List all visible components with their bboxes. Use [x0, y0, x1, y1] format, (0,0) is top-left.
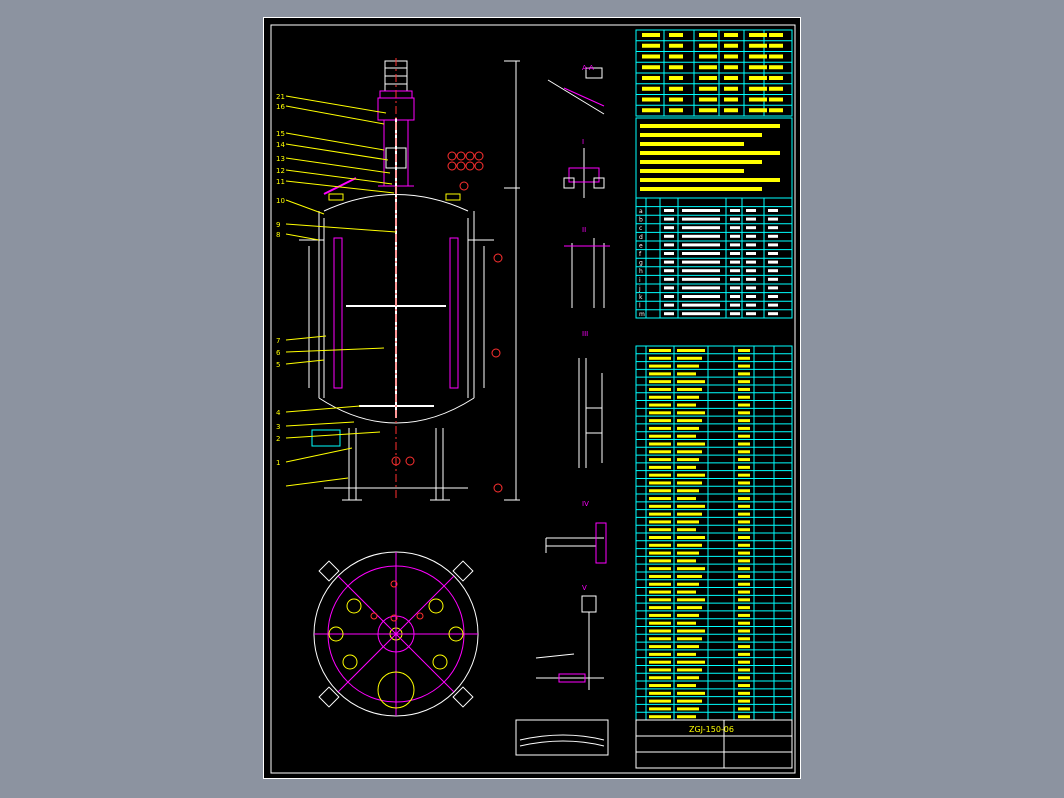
part-balloon: 9 [276, 221, 280, 229]
part-balloon: 3 [276, 423, 280, 431]
detail-a [547, 67, 605, 115]
nozzle-mark: b [639, 217, 643, 224]
nozzle-mark: j [638, 285, 641, 292]
nozzle-mark: f [639, 251, 642, 258]
detail-head [515, 719, 609, 756]
nozzle-mark: m [639, 311, 645, 318]
part-balloon: 6 [276, 349, 281, 357]
view-label-a: A-A [582, 64, 594, 72]
nozzle-mark: h [639, 268, 643, 275]
bottom-head [318, 397, 475, 424]
title-block-text: ZGJ-150-06 [689, 725, 734, 734]
detail-d [578, 358, 603, 468]
top-head [323, 194, 469, 212]
part-balloon: 21 [276, 93, 285, 101]
detail-views [515, 67, 610, 756]
title-block [635, 719, 793, 769]
detail-e [545, 522, 607, 564]
part-balloon: 16 [276, 103, 285, 111]
detail-c [564, 238, 610, 308]
nozzle-mark: a [639, 208, 643, 215]
part-balloon: 10 [276, 197, 285, 205]
nozzle-mark: e [639, 242, 643, 249]
part-balloon: 14 [276, 141, 285, 149]
part-balloon: 7 [276, 337, 280, 345]
part-balloon: 13 [276, 155, 285, 163]
view-label-b: I [582, 138, 584, 146]
part-balloon: 2 [276, 435, 280, 443]
view-label-d: III [582, 330, 588, 338]
inner-border [270, 24, 796, 774]
detail-f [535, 595, 604, 690]
part-balloon: 15 [276, 130, 285, 138]
view-label-e: IV [582, 500, 589, 508]
part-balloon: 8 [276, 231, 280, 239]
tech-requirements [635, 117, 793, 199]
part-balloon: 1 [276, 459, 280, 467]
nozzle-mark: l [639, 303, 641, 310]
vessel-plan-view [313, 551, 479, 717]
part-balloon: 12 [276, 167, 285, 175]
vessel-elevation [285, 58, 520, 501]
nozzle-mark: i [639, 277, 641, 284]
nozzle-mark: c [639, 225, 642, 232]
nozzle-mark: d [639, 234, 643, 241]
nozzle-mark: g [639, 260, 643, 267]
cad-drawing: ZGJ-150-06 A-A I II III IV V 21161514131… [270, 24, 796, 774]
part-balloon: 4 [276, 409, 281, 417]
title-tables [635, 29, 793, 769]
detail-b [563, 148, 605, 198]
view-label-f: V [582, 584, 587, 592]
nozzle-mark: k [639, 294, 643, 301]
part-balloon: 11 [276, 178, 285, 186]
view-label-c: II [582, 226, 586, 234]
part-balloon: 5 [276, 361, 280, 369]
